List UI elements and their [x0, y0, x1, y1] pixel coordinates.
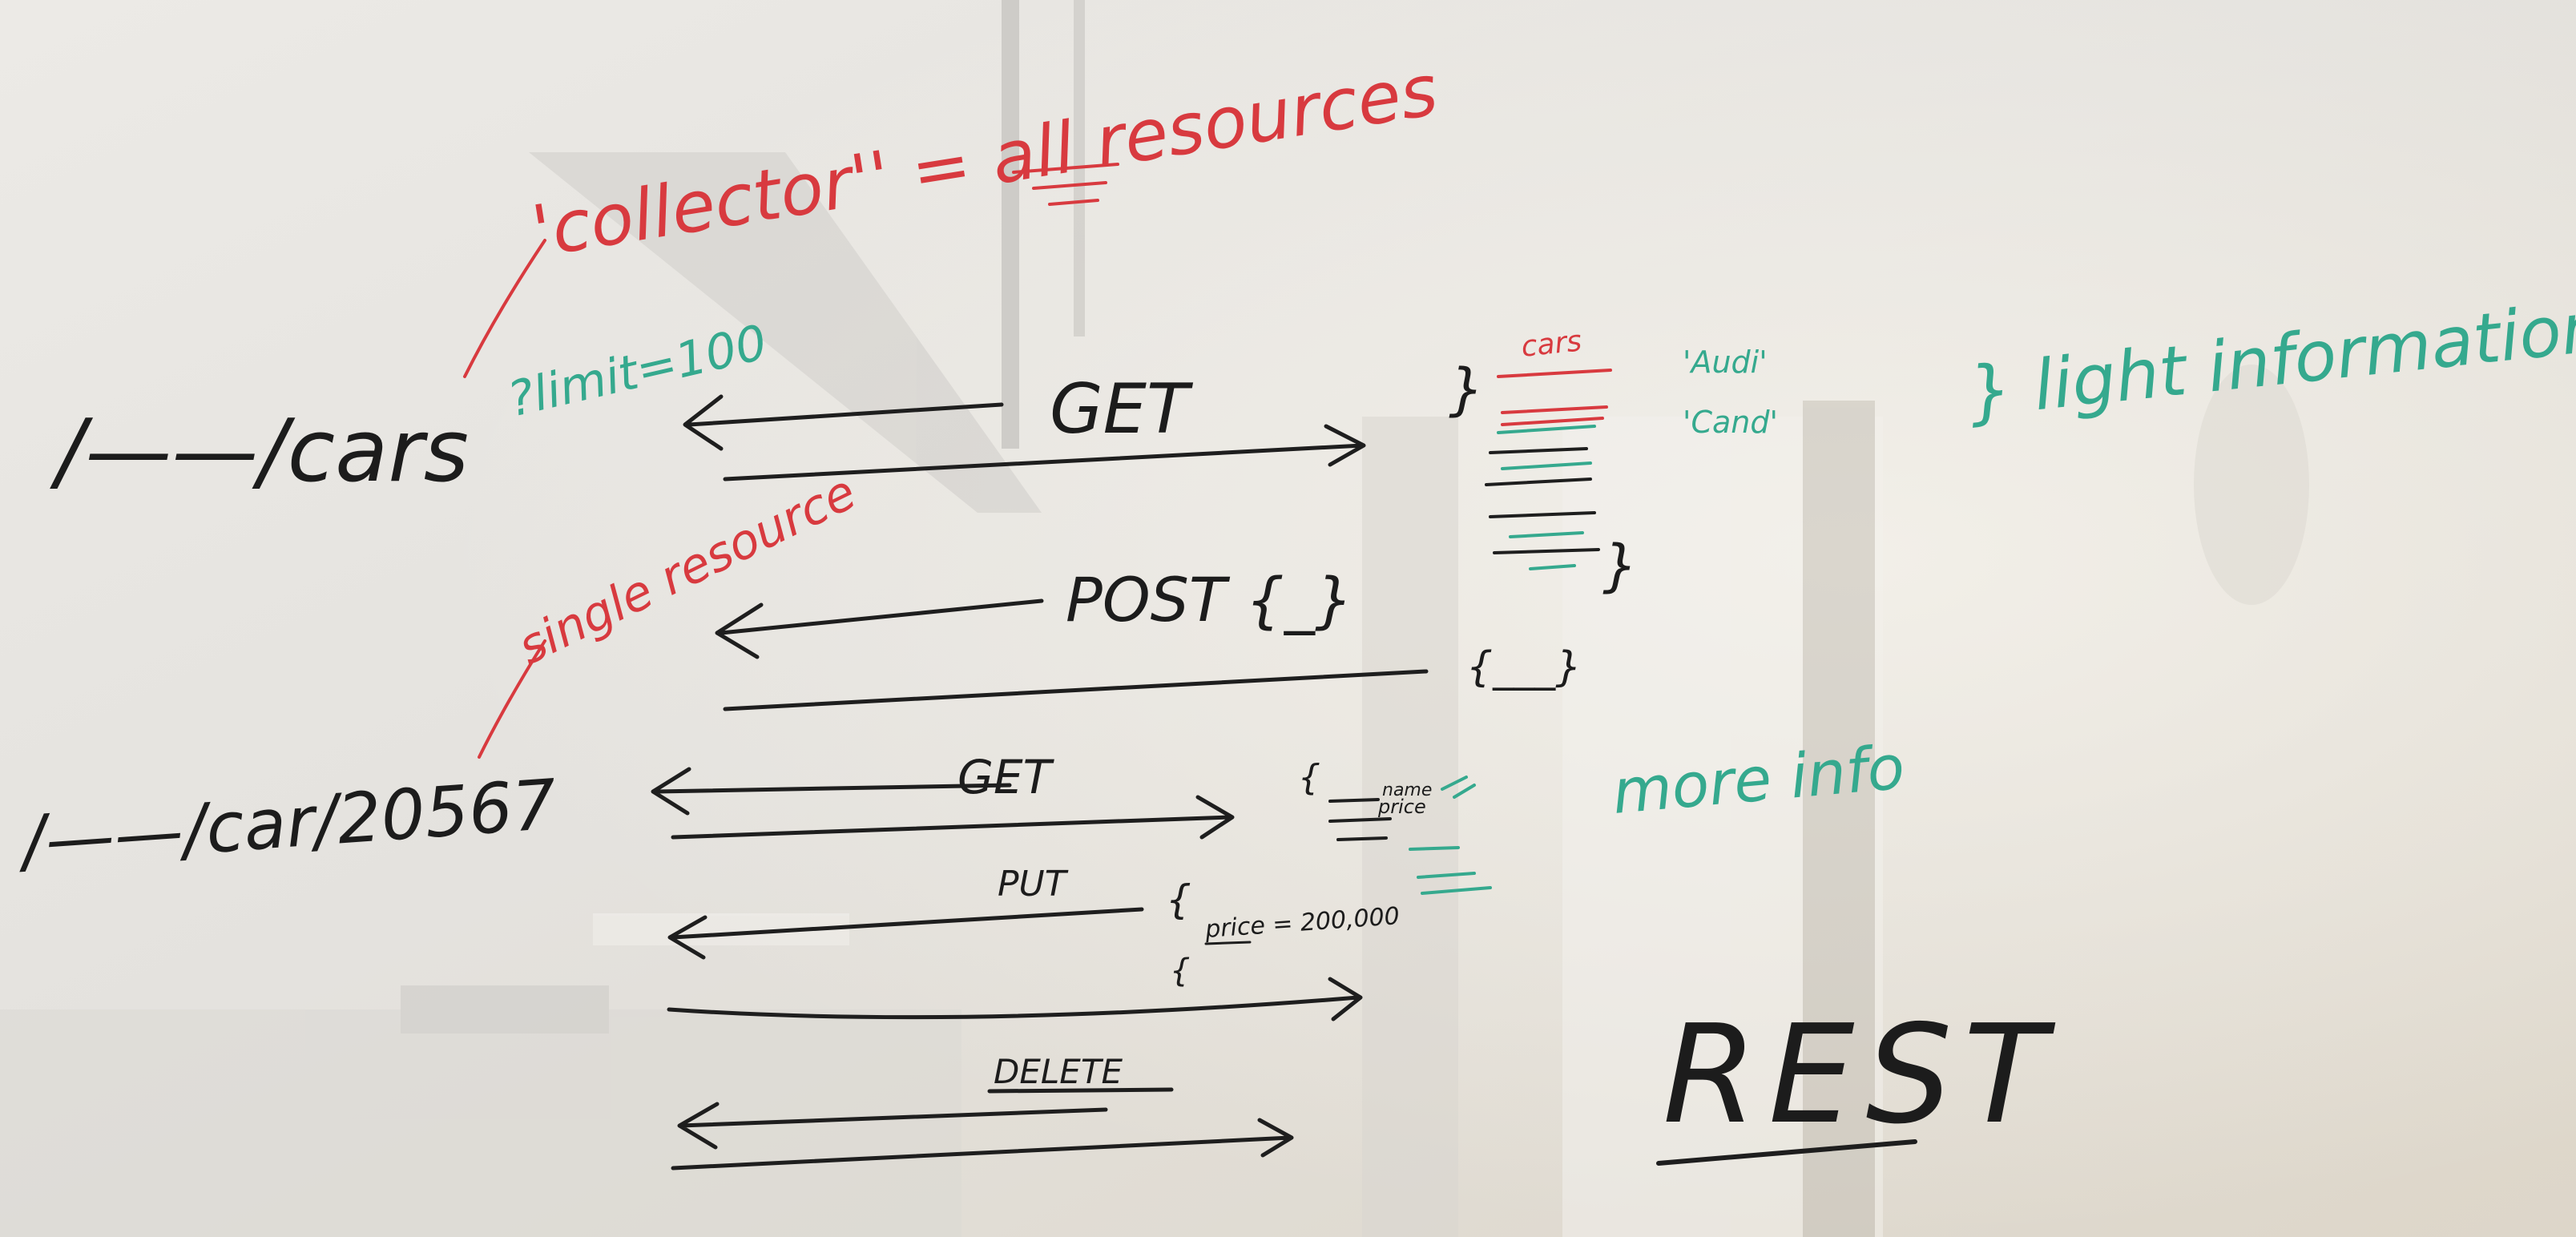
- collection-post-label: POST {_}: [1066, 564, 1353, 635]
- item-line-3: [1336, 836, 1388, 841]
- collection-get-label: GET: [1050, 369, 1194, 449]
- put-body-underline: [1204, 941, 1252, 945]
- cars-red-strike-2: [1501, 405, 1608, 414]
- list-line-4: [1493, 548, 1600, 554]
- post-response-body: {___}: [1466, 643, 1582, 691]
- item-line-2: [1328, 817, 1392, 823]
- item-put-request-arrow: [667, 907, 1144, 960]
- put-body-brace: {: [1166, 876, 1191, 923]
- all-underline-3: [1048, 199, 1099, 206]
- list-line-3: [1489, 511, 1596, 518]
- collection-post-request-arrow: [715, 598, 1044, 659]
- item-response-brace: {: [1298, 757, 1320, 798]
- put-body-brace-2: {: [1170, 953, 1190, 989]
- collection-post-response-arrow: [723, 669, 1429, 711]
- collection-get-request-arrow: [683, 394, 1004, 451]
- list-line-1: [1489, 447, 1588, 454]
- item-green-1: [1441, 776, 1476, 799]
- cars-red-strike-1: [1497, 369, 1612, 378]
- list-green-4: [1529, 564, 1576, 570]
- audi-fragment: 'Audi': [1683, 345, 1768, 380]
- cars-heading: cars: [1520, 324, 1583, 364]
- item-green-4: [1421, 886, 1492, 895]
- item-delete-response-arrow: [671, 1118, 1294, 1171]
- collector-pointer: [463, 239, 546, 378]
- cars-red-strike-3: [1501, 417, 1604, 426]
- name-field: name: [1382, 780, 1432, 800]
- collection-response-list: } cars 'Audi' 'Cand' }: [1449, 324, 1778, 598]
- collection-open-brace: }: [1449, 357, 1485, 422]
- item-put-response-arrow: [667, 977, 1363, 1021]
- collection-close-brace: }: [1602, 533, 1639, 598]
- background-reflections: [0, 0, 2309, 1237]
- single-resource-pointer: [478, 639, 546, 759]
- delete-underline: [987, 1087, 1174, 1094]
- item-green-2: [1409, 846, 1460, 851]
- item-delete-label: DELETE: [994, 1052, 1123, 1091]
- list-green-1: [1497, 425, 1596, 434]
- collection-path: /——/cars: [50, 401, 469, 502]
- item-put-label: PUT: [998, 864, 1069, 905]
- cand-fragment: 'Cand': [1683, 405, 1778, 440]
- item-green-3: [1417, 872, 1476, 879]
- item-get-request-arrow: [651, 767, 1012, 816]
- list-green-3: [1509, 531, 1584, 538]
- collection-get-response-arrow: [723, 424, 1366, 482]
- item-response-fields: { name price: [1298, 757, 1492, 895]
- item-get-label: GET: [957, 750, 1055, 804]
- price-field: price: [1377, 796, 1426, 818]
- item-delete-request-arrow: [677, 1102, 1108, 1150]
- rest-title: REST: [1663, 996, 2058, 1154]
- all-underline-2: [1032, 181, 1107, 190]
- list-green-2: [1501, 461, 1592, 470]
- all-underline-1: [1012, 163, 1119, 174]
- item-get-response-arrow: [671, 795, 1235, 840]
- list-line-2: [1485, 477, 1592, 486]
- rest-underline: [1656, 1139, 1917, 1166]
- item-line-1: [1328, 798, 1380, 803]
